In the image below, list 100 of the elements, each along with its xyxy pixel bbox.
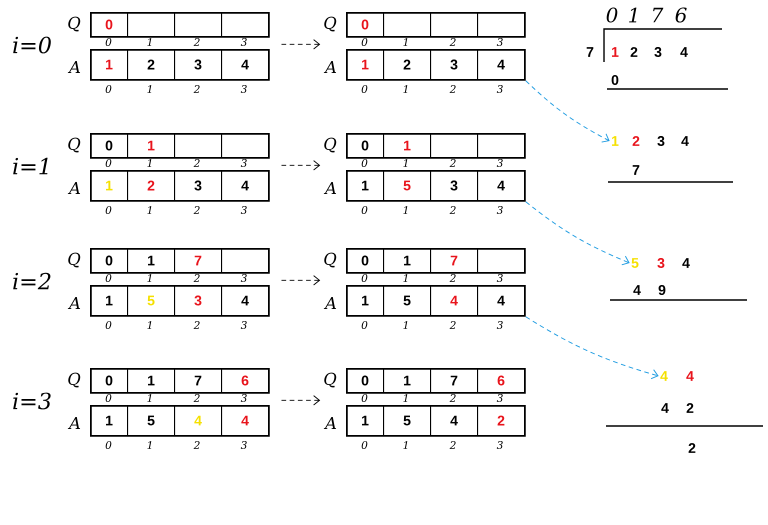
array-box (90, 49, 270, 81)
index-label: 2 (194, 206, 200, 214)
index-label: 3 (240, 159, 247, 167)
index-label: 3 (496, 321, 503, 329)
index-label: 3 (496, 159, 503, 167)
step-label: i=1 (13, 158, 48, 174)
index-label: 0 (106, 206, 112, 214)
index-label: 3 (240, 441, 247, 449)
digit: 2 (686, 403, 694, 413)
digit: 4 (680, 47, 688, 57)
array-cell: 4 (477, 170, 526, 202)
array-cell (174, 12, 222, 38)
index-label: 0 (106, 85, 112, 93)
index-label: 3 (496, 394, 503, 402)
index-label: 2 (450, 441, 456, 449)
array-box (346, 248, 526, 274)
array-box (90, 133, 270, 159)
array-name: A (324, 182, 336, 194)
arrow (525, 201, 630, 266)
index-label: 1 (403, 85, 408, 93)
array-cell: 2 (127, 170, 176, 202)
index-label: 2 (450, 85, 456, 93)
index-label: 1 (147, 38, 152, 46)
digit: 9 (658, 285, 666, 295)
quotient-digit: 7 (653, 8, 664, 22)
array-box (346, 49, 526, 81)
array-cell: 3 (174, 49, 222, 80)
array-cell: 5 (383, 170, 432, 202)
array-name: A (68, 417, 80, 429)
index-label: 2 (194, 85, 200, 93)
index-label: 0 (362, 159, 368, 167)
index-label: 1 (403, 274, 408, 282)
index-label: 2 (450, 274, 456, 282)
array-name: A (324, 297, 336, 309)
digit: 4 (682, 258, 690, 268)
array-name: Q (324, 252, 336, 268)
array-cell: 4 (477, 49, 526, 80)
index-label: 3 (240, 274, 247, 282)
array-cell: 4 (477, 285, 526, 316)
digit: 7 (586, 47, 594, 57)
array-cell: 1 (383, 368, 432, 394)
array-cell (430, 133, 478, 158)
index-label: 0 (362, 38, 368, 46)
quotient-digit: 6 (676, 7, 687, 23)
array-cell: 5 (383, 285, 432, 316)
array-cell (174, 133, 222, 158)
array-cell: 0 (90, 12, 128, 38)
array-box (346, 133, 526, 159)
step-label: i=0 (13, 36, 51, 54)
index-label: 1 (147, 394, 152, 402)
index-label: 0 (106, 159, 112, 167)
array-name: Q (324, 372, 336, 388)
array-box (90, 285, 270, 317)
array-cell (383, 12, 432, 38)
digit: 0 (612, 75, 618, 85)
array-cell: 0 (90, 248, 128, 274)
array-box (346, 368, 526, 394)
digit: 1 (612, 47, 619, 57)
array-name: A (68, 182, 80, 194)
index-label: 1 (403, 159, 408, 167)
array-cell: 4 (430, 285, 478, 316)
index-label: 3 (240, 206, 247, 214)
digit: 5 (632, 258, 639, 268)
array-cell: 7 (430, 368, 478, 394)
arrow (281, 395, 320, 406)
array-cell: 7 (174, 248, 222, 274)
index-label: 3 (496, 441, 503, 449)
arrow (281, 39, 320, 50)
index-label: 3 (240, 85, 247, 93)
array-cell: 4 (221, 405, 270, 436)
digit: 4 (661, 403, 669, 413)
index-label: 2 (450, 206, 456, 214)
index-label: 1 (403, 38, 408, 46)
array-cell: 2 (477, 405, 526, 436)
digit: 4 (660, 371, 668, 381)
array-name: Q (68, 16, 80, 32)
array-cell: 1 (346, 285, 384, 316)
index-label: 2 (194, 38, 200, 46)
arrow (281, 160, 320, 170)
index-label: 1 (147, 206, 152, 214)
index-label: 1 (147, 85, 152, 93)
array-cell: 0 (346, 248, 384, 274)
array-cell: 1 (346, 405, 384, 436)
array-cell: 0 (346, 12, 384, 38)
index-label: 1 (147, 159, 152, 167)
index-label: 3 (240, 321, 247, 329)
array-box (90, 170, 270, 202)
index-label: 1 (403, 394, 408, 402)
index-label: 1 (147, 321, 152, 329)
array-cell: 1 (127, 133, 176, 158)
array-cell: 7 (430, 248, 478, 274)
index-label: 2 (194, 394, 200, 402)
array-cell: 2 (383, 49, 432, 80)
array-box (346, 405, 526, 437)
array-cell: 7 (174, 368, 222, 394)
array-cell: 3 (174, 170, 222, 202)
array-cell (430, 12, 478, 38)
index-label: 2 (450, 38, 456, 46)
step-label: i=2 (13, 272, 50, 290)
array-cell (477, 248, 526, 274)
